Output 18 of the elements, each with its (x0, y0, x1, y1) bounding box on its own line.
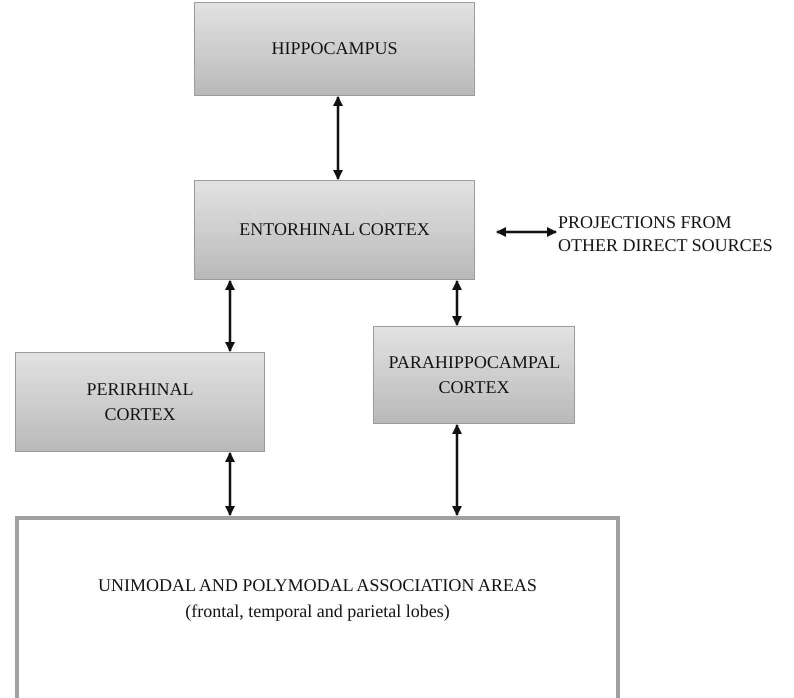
double-arrow (452, 424, 462, 516)
box-label: PARAHIPPOCAMPAL CORTEX (388, 350, 560, 399)
box-label: UNIMODAL AND POLYMODAL ASSOCIATION AREAS (98, 574, 537, 597)
box-label: ENTORHINAL CORTEX (239, 218, 430, 242)
box-label: PERIRHINAL CORTEX (86, 378, 194, 426)
double-arrow (225, 452, 235, 516)
double-arrow (452, 280, 462, 326)
process-box (15, 352, 265, 452)
double-arrow (333, 96, 343, 180)
area-box (15, 516, 620, 698)
double-arrow (225, 280, 235, 352)
process-box (194, 180, 475, 280)
box-label: PROJECTIONS FROM OTHER DIRECT SOURCES (558, 210, 774, 257)
process-box (373, 326, 575, 424)
double-arrow (496, 227, 557, 237)
box-subtitle: (frontal, temporal and parietal lobes) (185, 600, 450, 624)
process-box (194, 2, 475, 96)
box-label: HIPPOCAMPUS (271, 37, 398, 60)
